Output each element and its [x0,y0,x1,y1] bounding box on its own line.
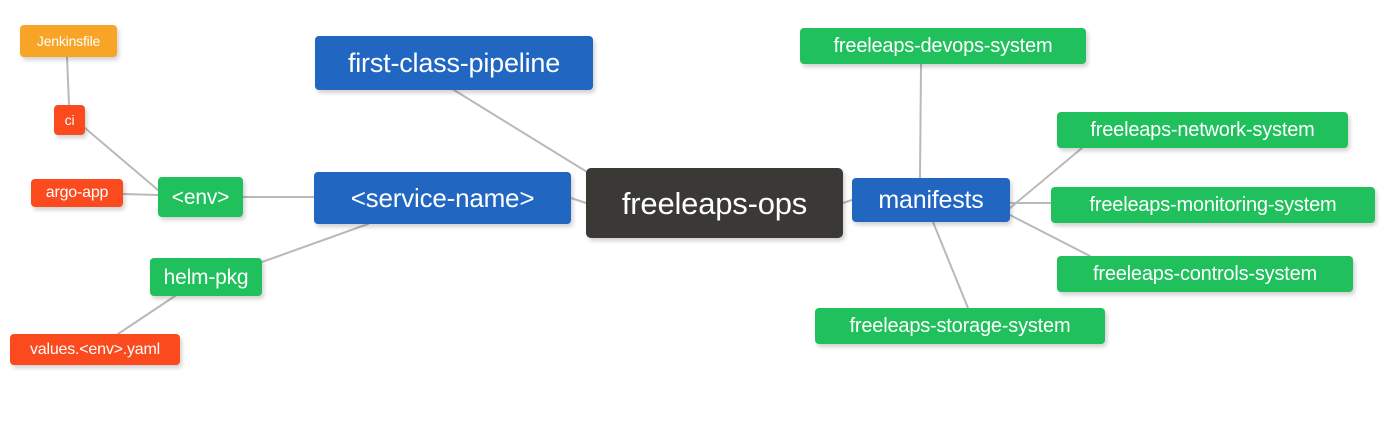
mindmap-node-label: freeleaps-monitoring-system [1089,194,1337,216]
mindmap-node-label: freeleaps-devops-system [833,35,1053,57]
mindmap-node-label: freeleaps-storage-system [849,315,1071,337]
mindmap-node-label: freeleaps-network-system [1090,119,1315,141]
edge-manifests-to-freeleaps-storage-system [932,221,969,309]
mindmap-node-freeleaps-devops-system[interactable]: freeleaps-devops-system [800,28,1086,64]
mindmap-node-label: values.<env>.yaml [29,340,160,358]
mindmap-node-ci[interactable]: ci [54,105,85,135]
mindmap-node-argo-app[interactable]: argo-app [31,179,123,207]
mindmap-node-label: <env> [171,185,230,209]
mindmap-node-freeleaps-controls-system[interactable]: freeleaps-controls-system [1057,256,1353,292]
edge-helm-pkg-to-values-env-yaml [117,295,176,335]
edge-service-name-to-helm-pkg [261,223,369,263]
mindmap-node-label: argo-app [45,184,109,201]
mindmap-node-jenkinsfile[interactable]: Jenkinsfile [20,25,117,57]
mindmap-node-freeleaps-network-system[interactable]: freeleaps-network-system [1057,112,1348,148]
mindmap-node-label: <service-name> [350,183,535,213]
mindmap-node-freeleaps-storage-system[interactable]: freeleaps-storage-system [815,308,1105,344]
edge-manifests-to-freeleaps-devops-system [919,63,922,179]
mindmap-node-label: manifests [878,185,984,214]
mindmap-node-label: freeleaps-controls-system [1093,263,1317,285]
mindmap-node-env[interactable]: <env> [158,177,243,217]
edge-freeleaps-ops-to-first-class-pipeline [453,89,601,181]
mindmap-node-service-name[interactable]: <service-name> [314,172,571,224]
edge-ci-to-jenkinsfile [66,56,70,106]
mindmap-node-label: freeleaps-ops [621,185,808,221]
mindmap-node-helm-pkg[interactable]: helm-pkg [150,258,262,296]
mindmap-node-freeleaps-monitoring-system[interactable]: freeleaps-monitoring-system [1051,187,1375,223]
edge-freeleaps-ops-to-service-name [570,197,587,204]
mindmap-node-freeleaps-ops[interactable]: freeleaps-ops [586,168,843,238]
edge-freeleaps-ops-to-manifests [842,199,853,204]
mindmap-node-label: ci [64,112,75,128]
mindmap-node-label: first-class-pipeline [347,47,561,78]
mindmap-node-label: helm-pkg [163,265,249,289]
mindmap-node-label: Jenkinsfile [36,33,101,49]
mindmap-node-manifests[interactable]: manifests [852,178,1010,222]
edge-env-to-argo-app [122,193,159,196]
mindmap-node-values-env-yaml[interactable]: values.<env>.yaml [10,334,180,365]
mindmap-node-first-class-pipeline[interactable]: first-class-pipeline [315,36,593,90]
